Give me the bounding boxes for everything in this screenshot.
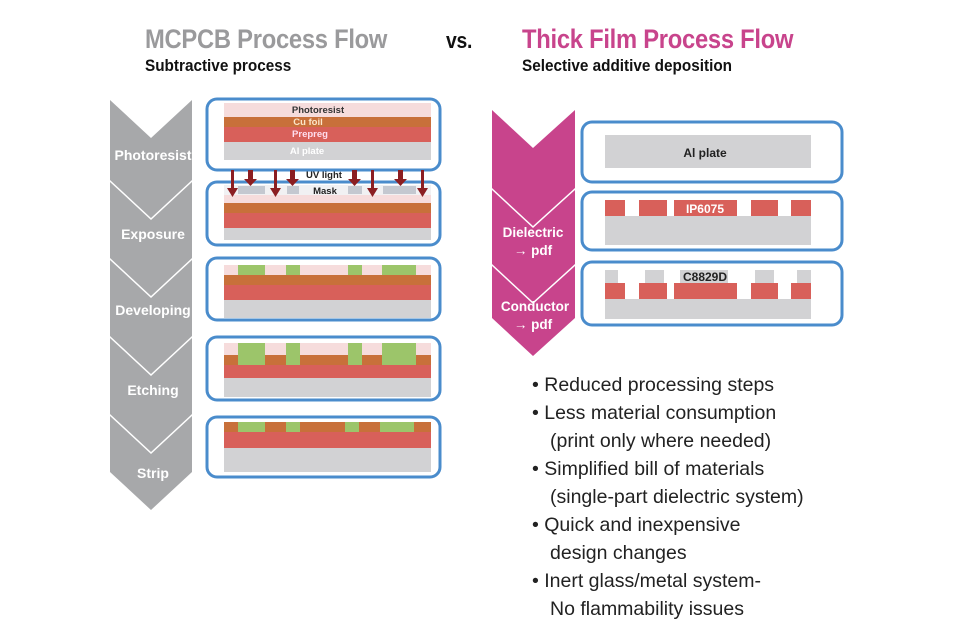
stack-developing [224, 265, 431, 318]
vs-label: vs. [446, 28, 473, 53]
bullet-item: • Reduced processing steps [532, 374, 775, 396]
step-label-exposure: Exposure [121, 226, 185, 242]
right-title: Thick Film Process Flow [522, 24, 794, 54]
step-label-conductor: Conductor [501, 299, 570, 314]
right-subtitle: Selective additive deposition [522, 56, 733, 75]
chevron-al-plate [492, 110, 575, 226]
stack-etching [224, 343, 431, 397]
uv-arrow-icon [227, 170, 238, 197]
stack-photoresist: Photoresist Cu foil Prepreg Al plate [224, 103, 431, 160]
bullet-item-cont: No flammability issues [550, 598, 744, 620]
chevron-dielectric [492, 190, 575, 302]
bullet-item: • Inert glass/metal system- [532, 570, 761, 592]
right-chevrons [492, 110, 575, 356]
step-label-photoresist: Photoresist [114, 147, 191, 163]
bullet-item-cont: (print only where needed) [550, 430, 772, 452]
box-dielectric [580, 190, 844, 252]
mask-label: Mask [313, 186, 337, 197]
box-strip [205, 415, 442, 479]
layer-label-prepreg: Prepreg [292, 129, 328, 140]
layer-label-photoresist: Photoresist [292, 105, 345, 116]
box-al-plate [580, 120, 844, 184]
bullet-item-cont: design changes [550, 542, 687, 564]
stack-conductor: C8829D [605, 270, 811, 319]
chevron-developing [110, 260, 192, 374]
box-conductor [580, 260, 844, 327]
step-label-conductor-sub: → pdf [514, 317, 553, 332]
stack-al-plate: Al plate [605, 135, 811, 168]
box-photoresist [205, 97, 442, 172]
bullet-item: • Quick and inexpensive [532, 514, 741, 536]
step-label-developing: Developing [115, 302, 190, 318]
uv-arrow-icon [394, 170, 407, 186]
left-subtitle: Subtractive process [145, 56, 292, 75]
bullet-item-cont: (single-part dielectric system) [550, 486, 804, 508]
box-etching [205, 335, 442, 402]
uv-arrow-icon [417, 170, 428, 197]
layer-label-al-plate: Al plate [290, 146, 324, 157]
uv-arrow-icon [286, 170, 299, 186]
chevron-etching [110, 338, 192, 452]
stack-exposure: Mask UV light [224, 170, 431, 240]
uv-arrow-icon [270, 170, 281, 197]
bullet-item: • Less material consumption [532, 402, 777, 424]
step-label-dielectric-sub: → pdf [514, 243, 553, 258]
step-label-etching: Etching [127, 382, 178, 398]
step-label-dielectric: Dielectric [503, 225, 564, 240]
benefits-list: • Reduced processing steps • Less materi… [532, 371, 804, 623]
chevron-conductor [492, 266, 575, 356]
al-plate-label: Al plate [683, 146, 727, 160]
conductor-label: C8829D [683, 270, 727, 284]
bullet-item: • Simplified bill of materials [532, 458, 765, 480]
uv-arrow-icon [367, 170, 378, 197]
chevron-exposure [110, 182, 192, 296]
stack-dielectric: IP6075 [605, 200, 811, 245]
uv-arrow-icon [348, 170, 361, 186]
layer-label-cu-foil: Cu foil [293, 117, 323, 128]
uv-arrows [227, 170, 428, 197]
chevron-strip [110, 416, 192, 510]
dielectric-label: IP6075 [686, 202, 724, 216]
box-exposure [205, 180, 442, 247]
stack-strip [224, 422, 431, 472]
left-title: MCPCB Process Flow [145, 24, 388, 54]
uv-arrow-icon [244, 170, 257, 186]
chevron-photoresist [110, 100, 192, 218]
box-developing [205, 256, 442, 322]
uv-light-label: UV light [306, 170, 343, 181]
left-chevrons [110, 100, 192, 510]
step-label-strip: Strip [137, 465, 169, 481]
